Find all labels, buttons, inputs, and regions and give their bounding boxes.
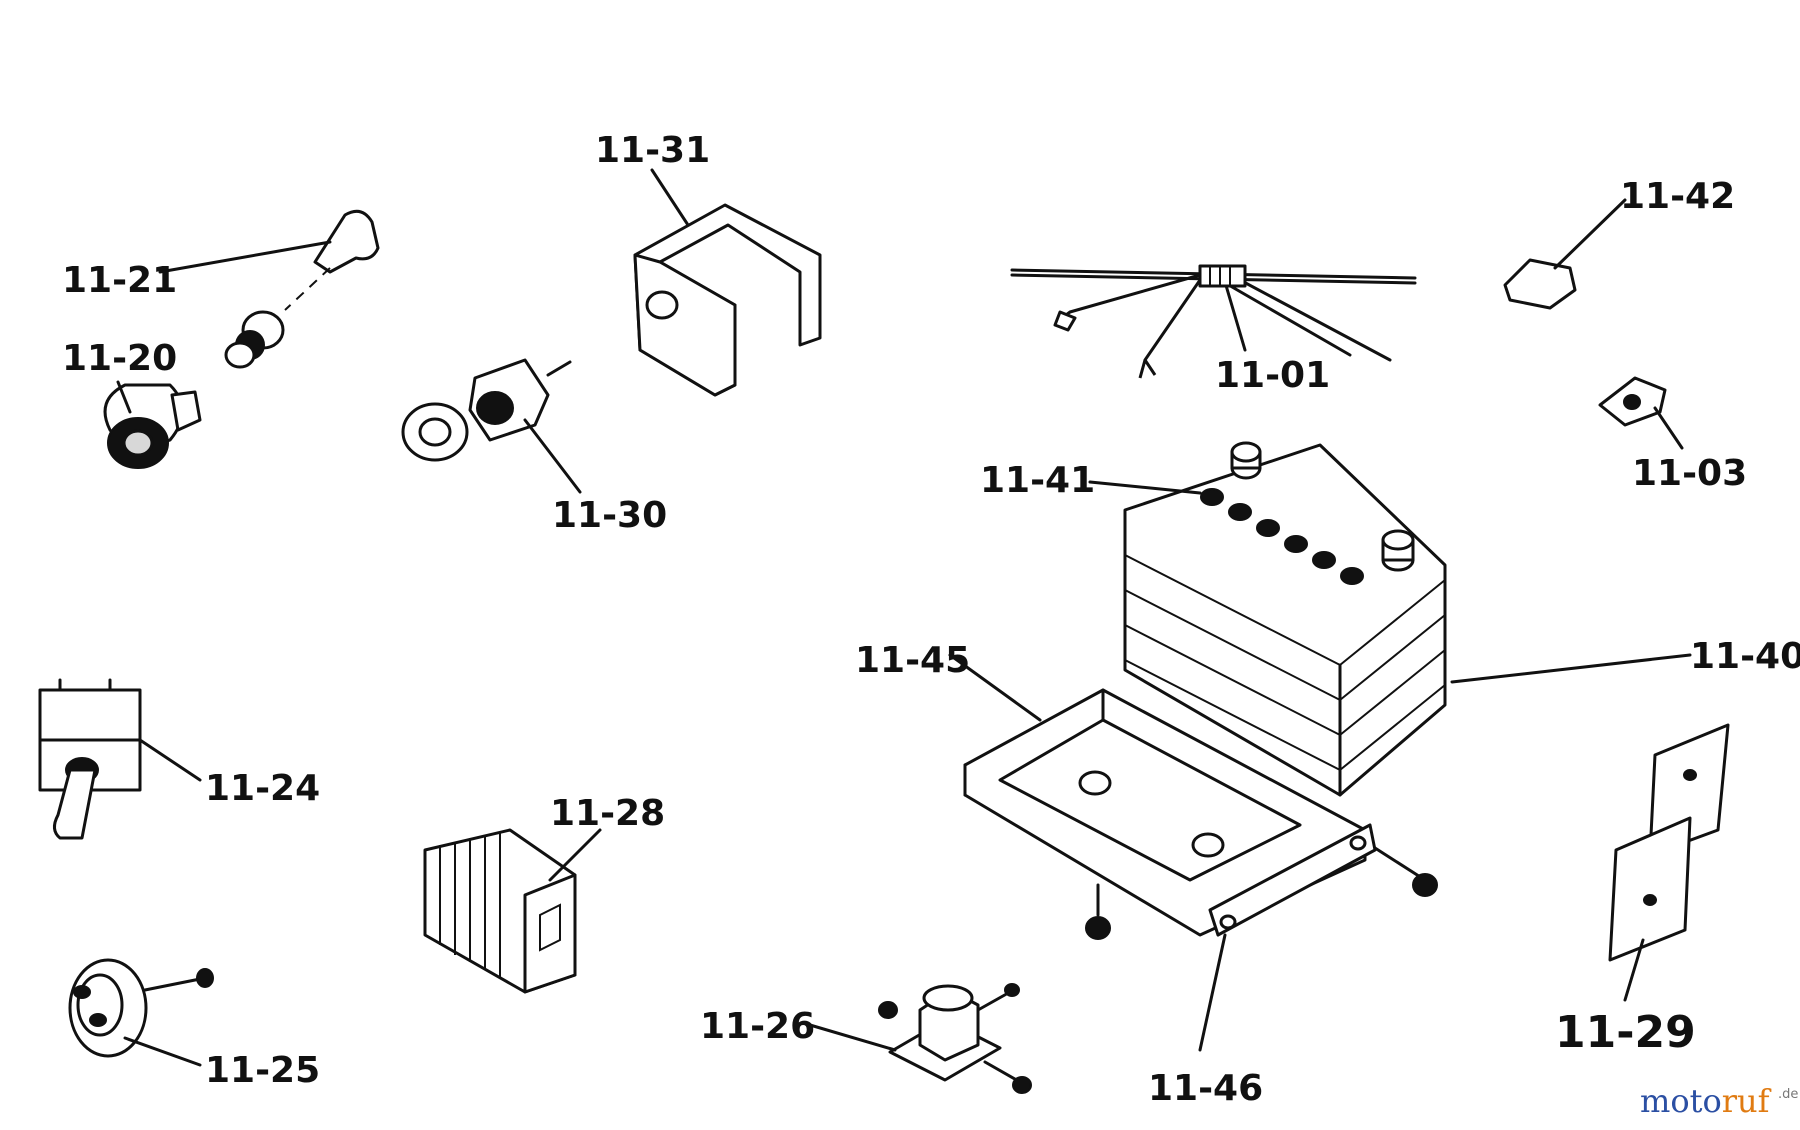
label-11-46: 11-46 [1148,1068,1263,1109]
label-11-26: 11-26 [700,1006,815,1047]
toggle-switch-part [38,678,142,840]
wiring-harness-part [1010,264,1417,379]
mounting-bracket-part [633,203,822,397]
ignition-switch-part [103,310,285,469]
watermark-brand-b: ruf [1722,1082,1772,1120]
label-11-01: 11-01 [1215,355,1330,396]
push-switch-part [401,358,572,462]
battery-part [1123,441,1447,797]
plate-part [1608,723,1730,962]
watermark-suffix: .de [1778,1087,1798,1102]
key-part [158,209,380,311]
watermark-brand-a: moto [1640,1082,1722,1120]
label-11-28: 11-28 [550,793,665,834]
label-11-41: 11-41 [980,460,1095,501]
label-11-20: 11-20 [62,338,177,379]
label-11-21: 11-21 [62,260,177,301]
horn-part [68,958,214,1058]
label-11-40: 11-40 [1690,636,1800,677]
watermark-logo: motoruf .de [1640,1082,1798,1120]
label-11-45: 11-45 [855,640,970,681]
connector-part [1598,376,1667,427]
terminal-clip-part [1503,258,1577,310]
regulator-part [423,828,577,994]
hold-down-bar-part [1085,823,1438,940]
label-11-42: 11-42 [1620,176,1735,217]
solenoid-part [878,983,1032,1094]
svg-text:motoruf: motoruf [1640,1082,1772,1120]
battery-tray-part [963,688,1367,937]
label-11-24: 11-24 [205,768,320,809]
label-11-03: 11-03 [1632,453,1747,494]
label-11-25: 11-25 [205,1050,320,1091]
label-11-31: 11-31 [595,130,710,171]
label-11-30: 11-30 [552,495,667,536]
label-11-29: 11-29 [1555,1007,1696,1058]
